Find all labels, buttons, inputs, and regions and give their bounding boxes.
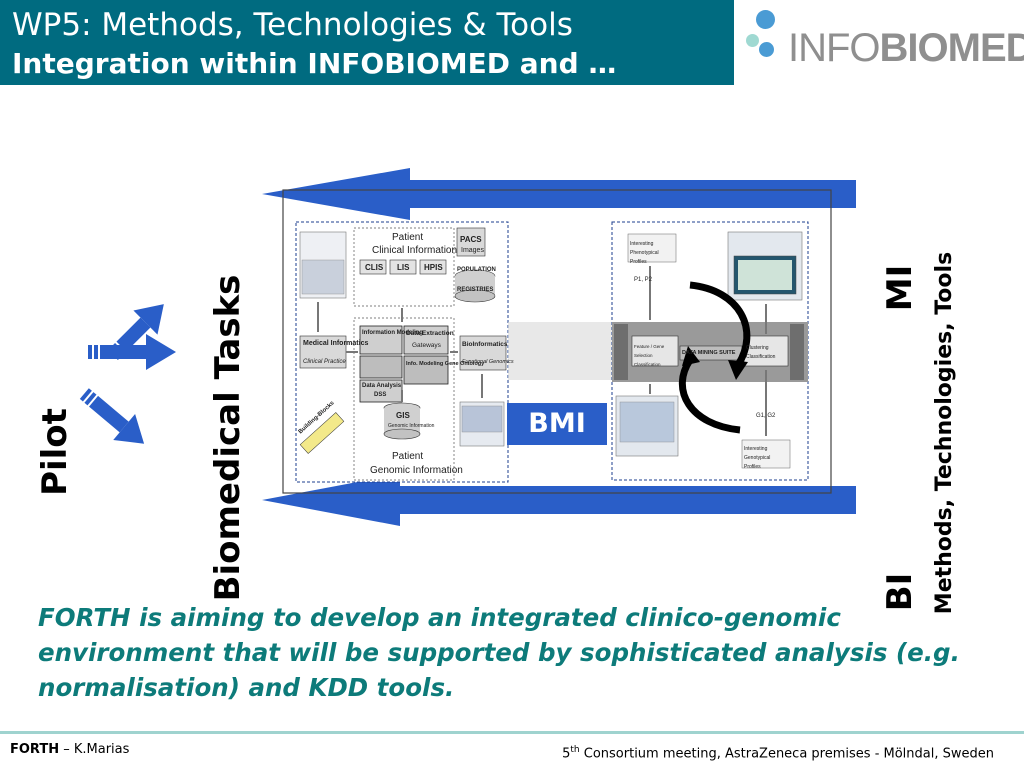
forth-statement: FORTH is aiming to develop an integrated… bbox=[38, 603, 960, 702]
diagram-svg bbox=[79, 168, 856, 526]
genomic-information-label: Genomic Information bbox=[370, 465, 463, 476]
pilot-arrow-icon bbox=[79, 388, 145, 444]
images-label: Images bbox=[461, 247, 484, 254]
pilot-label: Pilot bbox=[35, 408, 75, 496]
footer-meeting: 5th Consortium meeting, AstraZeneca prem… bbox=[562, 745, 994, 762]
methods-label: Methods, Technologies, Tools bbox=[932, 251, 957, 615]
clustering-label: Clustering Classification bbox=[746, 345, 776, 360]
data-extraction-label: Data Extraction bbox=[406, 330, 454, 337]
registries-label: REGISTRIES bbox=[457, 287, 494, 293]
gis-label: GIS bbox=[396, 411, 410, 420]
pilot-arrow-icon bbox=[88, 334, 176, 370]
infobiomed-logo: INFOBIOMED bbox=[744, 6, 1024, 80]
biomedical-tasks-label: Biomedical Tasks bbox=[208, 274, 248, 602]
feature-selection-label: Feature / Gene Selection Classification bbox=[634, 344, 665, 367]
p-labels: P1, P2 bbox=[634, 277, 653, 283]
mi-label: MI bbox=[880, 264, 920, 312]
lis-label: LIS bbox=[397, 263, 410, 272]
clinical-information-label: Clinical Information bbox=[372, 245, 458, 256]
bi-arrow-icon bbox=[262, 474, 856, 526]
functional-genomics-label: Functional Genomics bbox=[462, 359, 514, 365]
data-mining-suite-label: DATA MINING SUITE bbox=[682, 350, 736, 356]
gis-genomic-information-label: Genomic Information bbox=[388, 423, 435, 429]
info-modeling-gene-ontology-label: Info. Modeling Gene Ontology bbox=[406, 361, 485, 367]
title-bar: WP5: Methods, Technologies & Tools Integ… bbox=[0, 0, 734, 85]
pacs-label: PACS bbox=[460, 235, 482, 244]
patient-genomic-label: Patient bbox=[392, 451, 424, 462]
interesting-pheno-label: Interesting Phenotypical Profiles bbox=[630, 241, 659, 265]
logo-dot-icon bbox=[756, 10, 775, 29]
slide-subtitle: Integration within INFOBIOMED and … bbox=[12, 47, 617, 80]
footer-author: FORTH – K.Marias bbox=[10, 742, 130, 757]
g-labels: G1, G2 bbox=[756, 413, 776, 419]
bioinformatics-label: BioInformatics bbox=[462, 341, 508, 348]
dss-label: DSS bbox=[374, 392, 387, 398]
patient-clinical-label: Patient bbox=[392, 232, 424, 243]
integration-diagram: Pilot Biomedical Tasks MI BI Methods, Te… bbox=[0, 90, 1024, 614]
bmi-box: BMI bbox=[507, 403, 607, 445]
population-label: POPULATION bbox=[457, 267, 496, 273]
data-analysis-label: Data Analysis bbox=[362, 383, 402, 389]
clinical-practice-label: Clinical Practice bbox=[303, 359, 346, 365]
hpis-label: HPIS bbox=[424, 263, 443, 272]
logo-text: INFOBIOMED bbox=[788, 26, 1024, 70]
logo-dot-icon bbox=[759, 42, 774, 57]
interesting-geno-label: Interesting Genotypical Profiles bbox=[744, 446, 771, 470]
logo-dot-icon bbox=[746, 34, 759, 47]
clis-label: CLIS bbox=[365, 263, 384, 272]
gateways-label: Gateways bbox=[412, 342, 441, 349]
information-modeling-label: Information Modeling bbox=[362, 330, 423, 336]
slide-title: WP5: Methods, Technologies & Tools bbox=[12, 7, 573, 43]
medical-informatics-label: Medical Informatics bbox=[303, 340, 369, 347]
footer-divider bbox=[0, 731, 1024, 734]
mi-arrow-icon bbox=[262, 168, 856, 220]
